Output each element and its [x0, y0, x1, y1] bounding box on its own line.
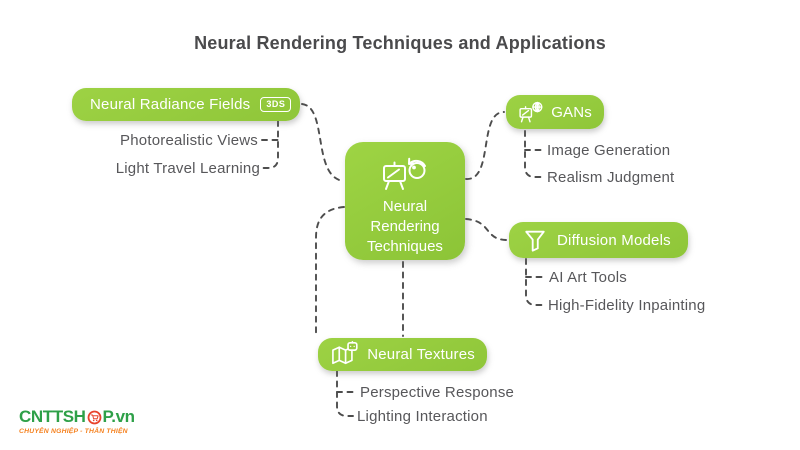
leaf-high-fidelity-inpainting: High-Fidelity Inpainting: [548, 297, 706, 314]
logo-wordmark: CNTTSH P.vn: [19, 407, 135, 427]
node-neural-textures: Neural Textures: [318, 338, 487, 371]
map-robot-icon: [332, 341, 358, 365]
connector-textures-children-spine: [336, 370, 354, 417]
leaf-realism-judgment: Realism Judgment: [547, 169, 675, 186]
connector-gans-children-spine: [524, 130, 542, 178]
leaf-ai-art-tools: AI Art Tools: [549, 269, 627, 286]
connector-center-to-gans: [465, 111, 505, 180]
diagram-title: Neural Rendering Techniques and Applicat…: [194, 33, 606, 53]
node-neural-rendering-techniques: Neural Rendering Techniques: [345, 142, 465, 260]
connector-center-to-diffusion: [465, 218, 508, 241]
leaf-lighting-interaction: Lighting Interaction: [357, 408, 488, 425]
funnel-icon: [525, 230, 545, 252]
center-node-label: Neural Rendering Techniques: [367, 198, 443, 255]
leaf-light-travel-learning: Light Travel Learning: [115, 160, 260, 177]
leaf-image-generation: Image Generation: [547, 142, 671, 159]
node-neural-radiance-fields: Neural Radiance Fields 3DS: [72, 88, 300, 121]
connector-diffusion-children-spine: [525, 258, 543, 306]
cnttshop-logo: CNTTSH P.vn CHUYÊN NGHIỆP - THÂN THIỆN: [19, 407, 135, 435]
node-label: Neural Textures: [367, 346, 475, 363]
3ds-badge-icon: 3DS: [260, 97, 292, 112]
node-label: Diffusion Models: [557, 231, 671, 249]
node-diffusion-models: Diffusion Models: [509, 222, 688, 258]
logo-text-prefix: CNTTSH: [19, 407, 86, 426]
node-label: GANs: [551, 103, 592, 121]
connector-center-to-textures-left: [315, 206, 345, 337]
logo-text-suffix: P.vn: [102, 407, 136, 426]
connector-nrf-children-spine: [262, 120, 279, 169]
leaf-photorealistic-views: Photorealistic Views: [120, 132, 258, 149]
node-label: Neural Radiance Fields: [90, 96, 251, 113]
logo-tagline: CHUYÊN NGHIỆP - THÂN THIỆN: [19, 428, 128, 435]
connector-nrf-to-center: [301, 103, 344, 182]
shopping-cart-circle-icon: [87, 410, 102, 425]
easel-globe-icon: [519, 101, 543, 122]
easel-palette-refresh-icon: [383, 157, 426, 190]
leaf-perspective-response: Perspective Response: [360, 384, 515, 401]
node-gans: GANs: [506, 95, 604, 129]
